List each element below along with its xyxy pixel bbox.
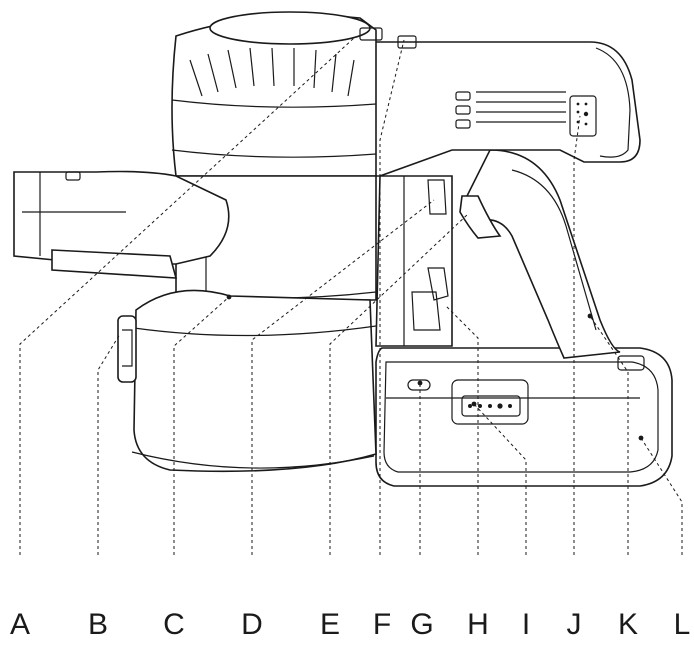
handle — [465, 149, 645, 371]
leader-lines — [19, 37, 683, 555]
cyclone-head — [171, 11, 383, 177]
part-label-a: A — [10, 608, 30, 641]
part-label-f: F — [373, 608, 391, 641]
part-label-l: L — [674, 608, 691, 641]
part-label-i: I — [522, 608, 530, 641]
part-label-d: D — [241, 608, 263, 641]
battery-pack — [375, 347, 673, 487]
trigger-area — [375, 175, 502, 347]
part-label-e: E — [320, 608, 340, 641]
part-label-b: B — [88, 608, 108, 641]
inlet-nozzle — [13, 170, 230, 279]
part-label-c: C — [163, 608, 185, 641]
part-label-h: H — [467, 608, 489, 641]
part-label-g: G — [410, 608, 433, 641]
part-label-j: J — [567, 608, 582, 641]
part-label-k: K — [618, 608, 638, 641]
motor-housing — [371, 35, 641, 177]
